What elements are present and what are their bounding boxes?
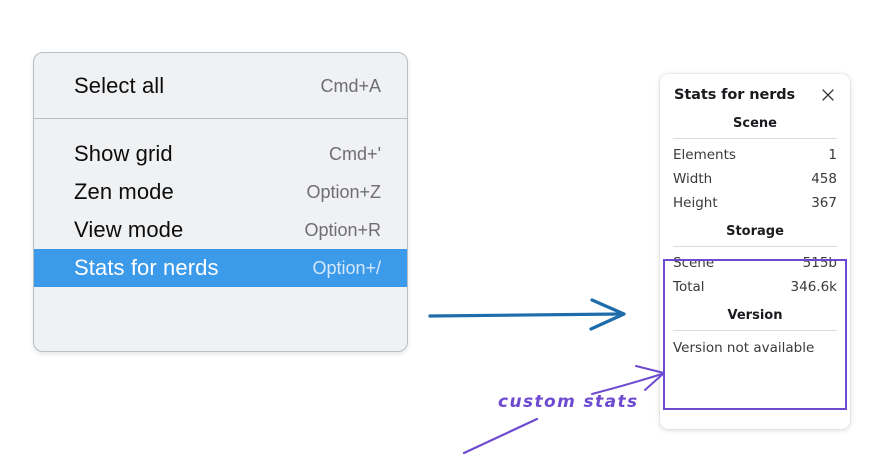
menu-footer-spacer — [34, 287, 407, 308]
section-title-version: Version — [727, 308, 783, 323]
stat-value: 367 — [811, 195, 837, 211]
purple-arrow-icon — [591, 365, 665, 395]
section-title-scene: Scene — [733, 116, 777, 131]
stat-key: Total — [673, 279, 705, 295]
stat-value: 346.6k — [790, 279, 837, 295]
menu-item-label: Select all — [74, 73, 165, 98]
menu-item-view-mode[interactable]: View mode Option+R — [34, 211, 407, 249]
stat-key: Scene — [673, 255, 715, 271]
custom-stats-annotation-label: custom stats — [498, 392, 639, 412]
stat-row-height: Height 367 — [672, 191, 838, 215]
stat-row-width: Width 458 — [672, 167, 838, 191]
menu-item-shortcut: Option+R — [304, 219, 381, 240]
menu-group-view: Show grid Cmd+' Zen mode Option+Z View m… — [34, 119, 407, 308]
panel-title: Stats for nerds — [674, 87, 796, 103]
menu-item-stats-for-nerds[interactable]: Stats for nerds Option+/ — [34, 249, 407, 287]
blue-arrow-icon — [428, 298, 626, 331]
stat-value: 458 — [811, 171, 837, 187]
menu-item-select-all[interactable]: Select all Cmd+A — [34, 67, 407, 105]
stat-key: Width — [673, 171, 713, 187]
stat-key: Elements — [673, 147, 736, 163]
menu-item-label: Show grid — [74, 141, 173, 166]
menu-item-show-grid[interactable]: Show grid Cmd+' — [34, 135, 407, 173]
section-divider — [673, 138, 837, 139]
version-text: Version not available — [673, 340, 815, 356]
stat-row-storage-scene: Scene 515b — [672, 251, 838, 275]
context-menu[interactable]: Select all Cmd+A Show grid Cmd+' Zen mod… — [33, 52, 408, 352]
purple-underline-stroke — [462, 417, 539, 455]
menu-item-shortcut: Cmd+A — [320, 75, 381, 96]
section-divider — [673, 246, 837, 247]
stat-row-storage-total: Total 346.6k — [672, 275, 838, 299]
section-divider — [673, 330, 837, 331]
menu-item-label: Stats for nerds — [74, 255, 219, 280]
section-title-storage: Storage — [726, 224, 784, 239]
stat-row-elements: Elements 1 — [672, 143, 838, 167]
menu-item-shortcut: Cmd+' — [329, 143, 381, 164]
menu-item-label: Zen mode — [74, 179, 174, 204]
menu-item-zen-mode[interactable]: Zen mode Option+Z — [34, 173, 407, 211]
menu-item-shortcut: Option+Z — [306, 181, 381, 202]
stats-for-nerds-panel[interactable]: Stats for nerds Scene Elements 1 Width 4… — [660, 74, 850, 429]
stat-value: 515b — [802, 255, 837, 271]
close-icon[interactable] — [820, 87, 836, 103]
menu-item-label: View mode — [74, 217, 184, 242]
menu-group-primary: Select all Cmd+A — [34, 53, 407, 119]
panel-header: Stats for nerds — [660, 74, 850, 107]
menu-item-shortcut: Option+/ — [312, 257, 381, 278]
stat-key: Height — [673, 195, 718, 211]
stat-value: 1 — [828, 147, 837, 163]
panel-body: Scene Elements 1 Width 458 Height 367 St… — [660, 107, 850, 361]
